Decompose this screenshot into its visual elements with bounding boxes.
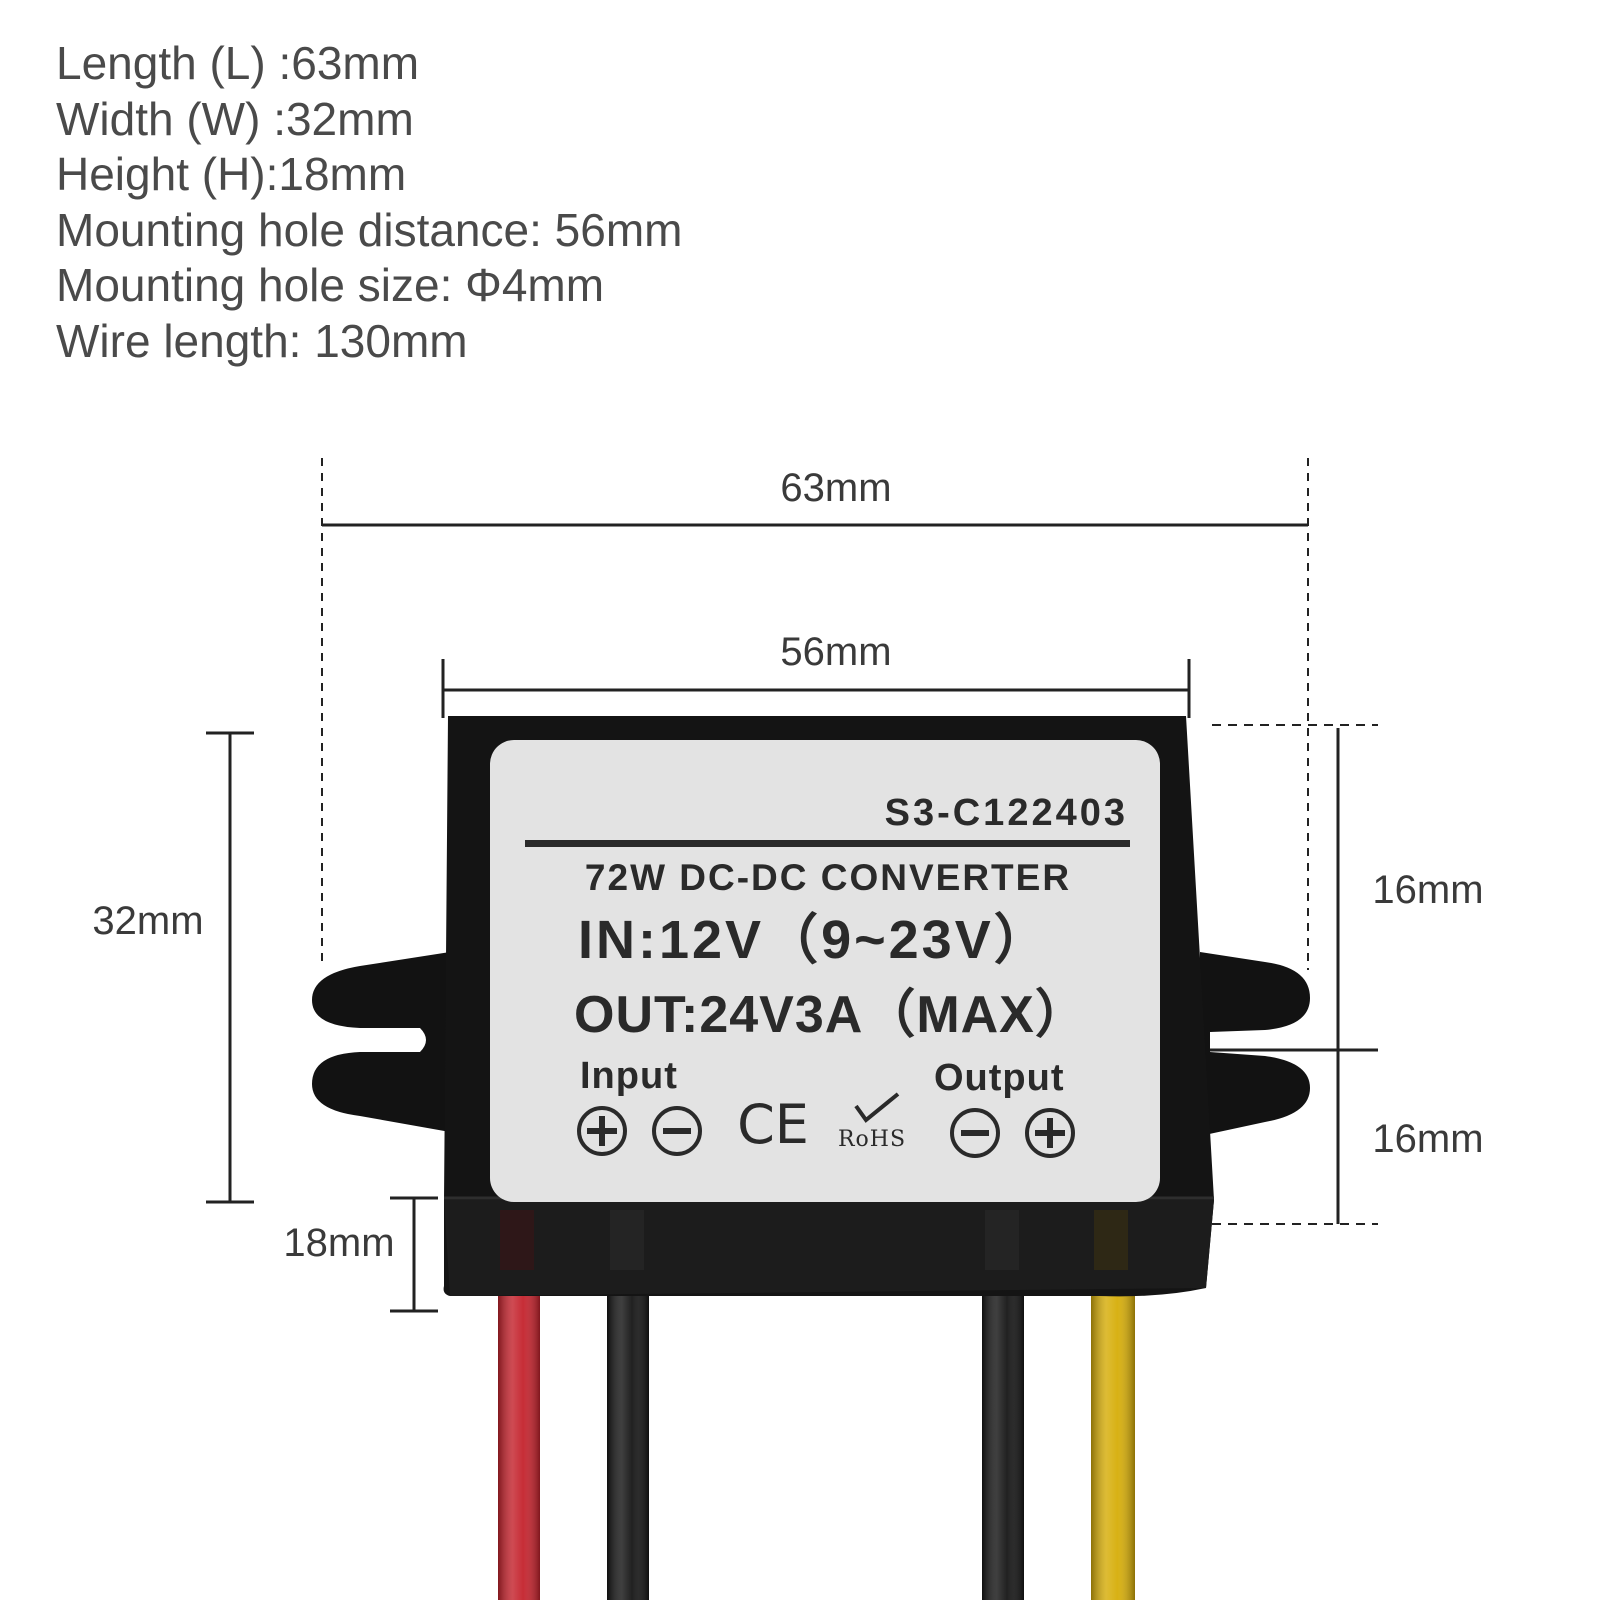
spec-wire-length: Wire length: 130mm <box>56 314 468 367</box>
wire-bundle <box>498 1255 1135 1600</box>
wire-exit-glints <box>500 1210 1128 1270</box>
right-mounting-tab <box>1200 952 1310 1136</box>
half-width-bottom-label: 16mm <box>1372 1117 1483 1161</box>
label-input-text: Input <box>580 1055 678 1097</box>
length-dimension-label: 63mm <box>780 466 891 510</box>
minus-circle-icon <box>950 1108 1000 1158</box>
plus-circle-icon <box>577 1106 627 1156</box>
spec-width: Width (W) :32mm <box>56 92 414 145</box>
spec-hole-size: Mounting hole size: Φ4mm <box>56 259 605 311</box>
spec-length: Length (L) :63mm <box>56 37 420 89</box>
minus-circle-icon <box>652 1106 702 1156</box>
half-width-top-label: 16mm <box>1372 868 1483 912</box>
dimension-lines <box>206 458 1378 1313</box>
hole-distance-dimension-label: 56mm <box>780 630 891 674</box>
left-mounting-tab <box>312 952 450 1132</box>
spec-hole-distance: Mounting hole distance: 56mm <box>56 203 683 256</box>
ce-mark-icon: CE <box>737 1093 809 1156</box>
rohs-mark: RoHS <box>838 1127 906 1152</box>
rohs-check-icon <box>854 1092 900 1123</box>
label-output-rating: OUT:24V3A（MAX） <box>574 986 1088 1044</box>
red-wire-shade <box>498 1255 540 1600</box>
spec-height: Height (H):18mm <box>56 148 407 200</box>
black-wire-input-shade <box>607 1255 649 1600</box>
spec-list: Length (L) :63mm Width (W) :32mm Height … <box>56 36 682 369</box>
label-title: 72W DC-DC CONVERTER <box>585 857 1071 898</box>
yellow-wire-shade <box>1091 1255 1135 1600</box>
label-serial: S3-C122403 <box>885 792 1128 834</box>
label-sticker <box>490 740 1160 1202</box>
label-divider <box>525 840 1130 847</box>
plus-circle-icon <box>1025 1108 1075 1158</box>
width-dimension-label: 32mm <box>92 899 203 943</box>
black-wire-output-shade <box>982 1255 1024 1600</box>
label-output-text: Output <box>934 1057 1065 1099</box>
product-label: S3-C122403 72W DC-DC CONVERTER IN:12V（9~… <box>490 740 1160 1202</box>
height-dimension-label: 18mm <box>283 1221 394 1265</box>
label-input-voltage: IN:12V（9~23V） <box>578 910 1051 970</box>
